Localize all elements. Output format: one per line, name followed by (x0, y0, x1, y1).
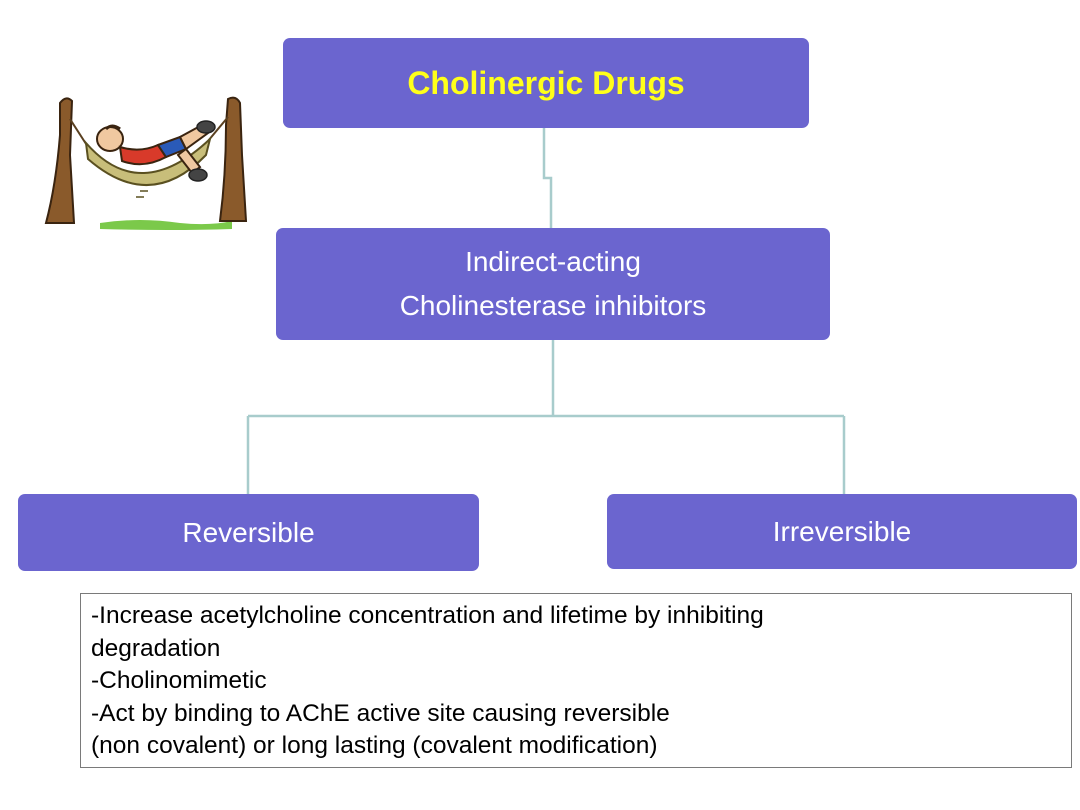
child-node-reversible: Reversible (18, 494, 479, 571)
note-line: (non covalent) or long lasting (covalent… (91, 732, 658, 759)
note-line: -Increase acetylcholine concentration an… (91, 602, 764, 629)
note-line: -Act by binding to AChE active site caus… (91, 699, 670, 727)
child-node-label: Irreversible (772, 515, 912, 547)
description-text-box: -Increase acetylcholine concentration an… (80, 593, 1072, 768)
middle-node-line-1: Indirect-acting (465, 246, 641, 277)
child-node-irreversible: Irreversible (607, 494, 1077, 569)
root-node-label: Cholinergic Drugs (407, 64, 685, 101)
middle-node-indirect-acting: Indirect-acting Cholinesterase inhibitor… (276, 228, 830, 340)
man-in-hammock-icon (44, 96, 248, 230)
connector-root-to-middle (542, 128, 553, 228)
note-line: -Cholinomimetic (91, 667, 267, 694)
note-line: degradation (91, 634, 221, 662)
child-node-label: Reversible (182, 516, 315, 548)
middle-node-line-2: Cholinesterase inhibitors (399, 290, 707, 321)
root-node-cholinergic-drugs: Cholinergic Drugs (283, 38, 809, 128)
